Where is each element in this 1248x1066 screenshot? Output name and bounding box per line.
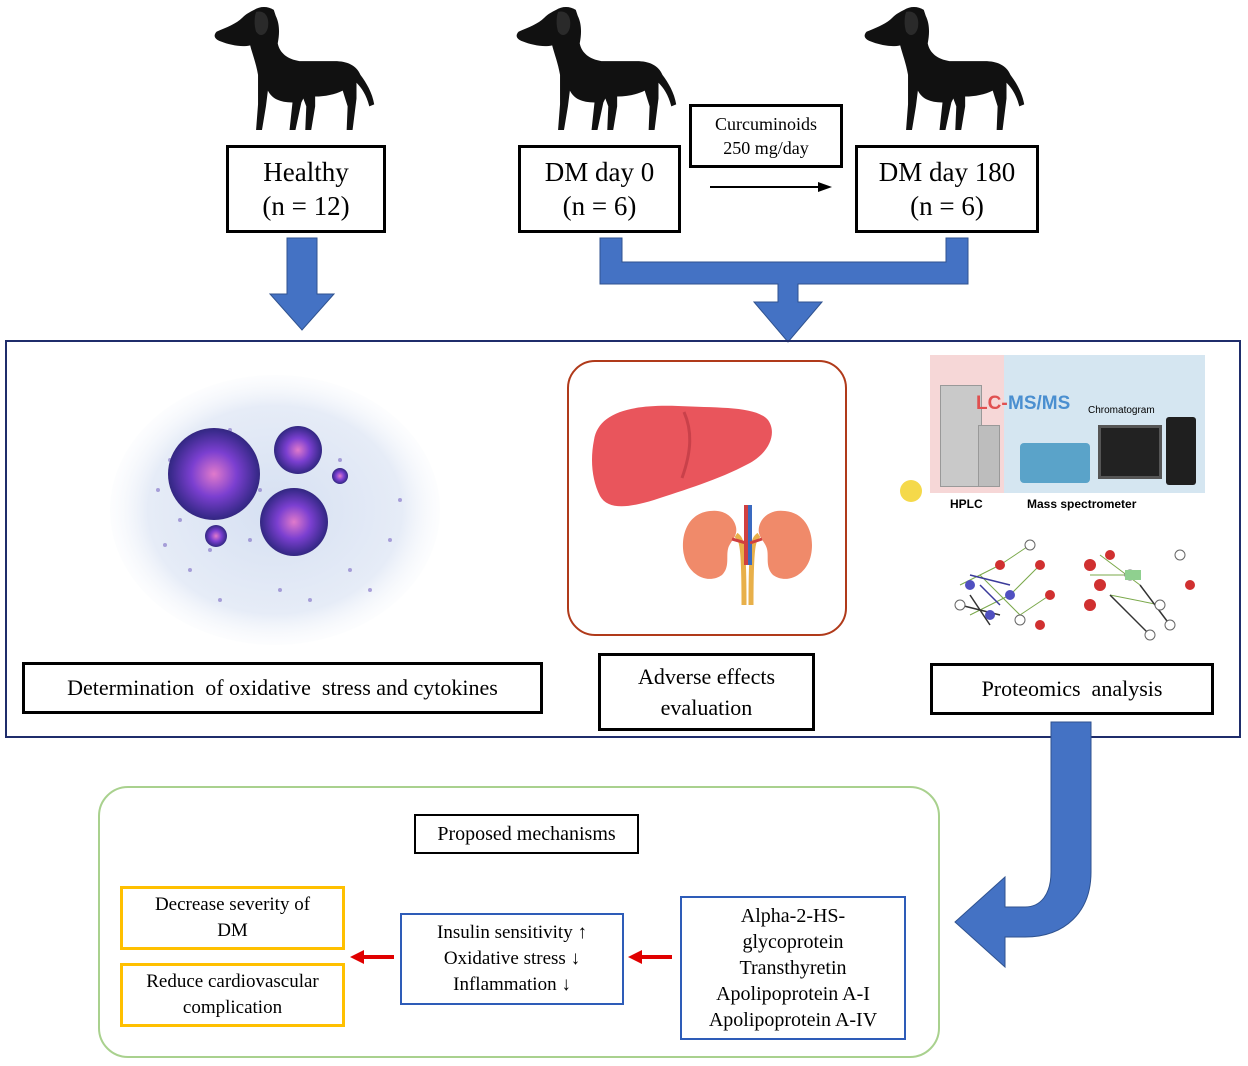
dog-healthy-icon [214,6,375,131]
dm-day180-n: (n = 6) [910,191,984,221]
protein-network-illustration [954,539,1195,641]
healthy-label: Healthy [263,157,349,187]
red-arrow-left-icon [628,950,672,964]
protein-item: Alpha-2-HS- [740,905,846,927]
outcome-dm-line1: Decrease severity of [154,894,311,915]
cytokine-cells-illustration [110,375,440,645]
outcome-dm-box: Decrease severity of DM [120,886,345,950]
adverse-effects-line2: evaluation [660,695,753,720]
healthy-group-box: Healthy (n = 12) [226,145,386,233]
outcome-cardio-line1: Reduce cardiovascular [146,971,319,992]
protein-item: glycoprotein [742,931,844,953]
mass-spec-label: Mass spectrometer [1027,497,1137,511]
mechanisms-title: Proposed mechanisms [437,822,616,845]
lcms-title-lc: LC- [976,393,1008,414]
dog-dm-day180-icon [864,6,1025,131]
vial-icon [900,480,922,502]
outcome-cardio-box: Reduce cardiovascular complication [120,963,345,1027]
proteins-box: Alpha-2-HS- glycoprotein Transthyretin A… [680,896,906,1040]
effect-item: Inflammation ↓ [453,974,571,995]
effects-box: Insulin sensitivity ↑ Oxidative stress ↓… [400,913,624,1005]
adverse-effects-line1: Adverse effects [637,664,776,689]
lcms-title-ms: MS/MS [1008,393,1071,414]
treatment-dose: 250 mg/day [723,138,809,158]
oxidative-stress-box: Determination of oxidative stress and cy… [22,662,543,714]
oxidative-stress-label: Determination of oxidative stress and cy… [67,675,498,700]
proteomics-to-mechanisms-arrow-icon [954,721,1092,969]
protein-item: Apolipoprotein A-IV [708,1009,878,1031]
chromatogram-label: Chromatogram [1088,405,1155,416]
hplc-label: HPLC [950,497,983,511]
proteomics-label: Proteomics analysis [981,676,1163,701]
dm-day0-group-box: DM day 0 (n = 6) [518,145,681,233]
healthy-n: (n = 12) [262,191,350,221]
lcms-illustration: LC- MS/MS Chromatogram [930,355,1205,493]
outcome-cardio-line2: complication [182,997,283,1018]
treatment-drug: Curcuminoids [715,114,817,134]
treatment-arrow-icon [710,182,832,192]
analysis-frame [5,340,1241,738]
red-arrow-left-icon [350,950,394,964]
treatment-box: Curcuminoids 250 mg/day [689,104,843,168]
liver-icon [592,405,772,507]
dm-day180-label: DM day 180 [878,157,1016,187]
dm-day0-label: DM day 0 [544,157,655,187]
effect-item: Insulin sensitivity ↑ [437,922,587,943]
protein-item: Transthyretin [739,957,847,979]
mechanisms-frame [98,786,940,1058]
kidneys-icon [683,505,812,606]
dm-merge-arrow-icon [599,237,969,343]
dm-day180-group-box: DM day 180 (n = 6) [855,145,1039,233]
protein-item: Apolipoprotein A-I [716,983,870,1005]
mechanisms-title-box: Proposed mechanisms [414,814,639,854]
dog-dm-day0-icon [516,6,677,131]
dm-day0-n: (n = 6) [562,191,637,221]
healthy-down-arrow-icon [268,237,336,331]
outcome-dm-line2: DM [217,920,248,941]
effect-item: Oxidative stress ↓ [443,948,581,969]
adverse-effects-box: Adverse effects evaluation [598,653,815,731]
proteomics-box: Proteomics analysis [930,663,1214,715]
